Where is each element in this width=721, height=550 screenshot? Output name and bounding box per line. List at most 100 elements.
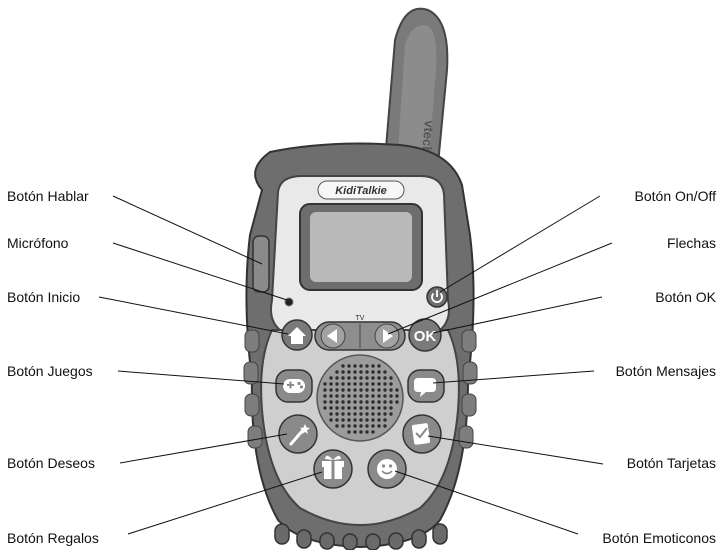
speaker-hole: [365, 388, 369, 392]
speaker-hole: [383, 400, 387, 404]
speaker-hole: [335, 382, 339, 386]
speaker-hole: [365, 364, 369, 368]
speaker-hole: [383, 406, 387, 410]
speaker-hole: [389, 412, 393, 416]
speaker-hole: [329, 388, 333, 392]
speaker-hole: [371, 406, 375, 410]
speaker-hole: [371, 412, 375, 416]
speaker-hole: [377, 364, 381, 368]
speaker-hole: [329, 418, 333, 422]
speaker-hole: [359, 376, 363, 380]
label-gifts-button: Botón Regalos: [7, 530, 99, 546]
speaker-hole: [365, 424, 369, 428]
speaker-hole: [383, 370, 387, 374]
speaker-hole: [347, 430, 351, 434]
arrow-right-icon: [383, 329, 393, 343]
speaker-hole: [377, 412, 381, 416]
speaker-hole: [329, 412, 333, 416]
speaker-hole: [383, 424, 387, 428]
speaker-hole: [359, 430, 363, 434]
speaker-hole: [353, 412, 357, 416]
leader-gifts: [127, 471, 323, 535]
speaker-hole: [329, 382, 333, 386]
speaker-hole: [371, 388, 375, 392]
speaker-hole: [353, 370, 357, 374]
label-emoticons-button: Botón Emoticonos: [602, 530, 716, 546]
speaker-hole: [353, 430, 357, 434]
speaker-hole: [365, 400, 369, 404]
speaker-hole: [359, 364, 363, 368]
speaker-hole: [377, 424, 381, 428]
speaker-hole: [395, 394, 399, 398]
speaker-hole: [371, 394, 375, 398]
leader-messages: [432, 370, 595, 384]
speaker-hole: [371, 376, 375, 380]
label-games-button: Botón Juegos: [7, 363, 93, 379]
speaker-hole: [341, 364, 345, 368]
speaker-hole: [389, 382, 393, 386]
label-messages-button: Botón Mensajes: [616, 363, 716, 379]
leader-cards: [427, 435, 604, 465]
dpad-mark: TV: [356, 315, 365, 322]
speaker-hole: [365, 406, 369, 410]
ok-button-label: OK: [414, 328, 437, 345]
speaker-hole: [371, 430, 375, 434]
speaker-hole: [341, 388, 345, 392]
speaker-grille: [316, 354, 404, 442]
leader-emoticons: [394, 470, 579, 535]
speaker-hole: [395, 388, 399, 392]
speaker-hole: [359, 394, 363, 398]
speaker-hole: [341, 412, 345, 416]
gamepad-icon: [283, 379, 305, 393]
speaker-hole: [371, 424, 375, 428]
smiley-icon: [377, 459, 397, 479]
speaker-hole: [335, 418, 339, 422]
leader-talk: [112, 195, 263, 265]
speaker-hole: [383, 412, 387, 416]
brand-mark: vtech: [419, 120, 437, 155]
speaker-hole: [359, 424, 363, 428]
speaker-hole: [347, 376, 351, 380]
speaker-hole: [359, 412, 363, 416]
screen-display: [310, 212, 412, 282]
speaker-hole: [359, 370, 363, 374]
speaker-hole: [353, 424, 357, 428]
label-home-button: Botón Inicio: [7, 289, 80, 305]
speaker-hole: [371, 382, 375, 386]
speaker-hole: [341, 406, 345, 410]
leader-home: [98, 296, 289, 335]
speaker-hole: [323, 382, 327, 386]
magic-wand-icon: [289, 424, 310, 446]
speaker-hole: [353, 382, 357, 386]
speaker-hole: [377, 418, 381, 422]
speaker-hole: [365, 382, 369, 386]
speaker-hole: [335, 400, 339, 404]
speaker-hole: [341, 394, 345, 398]
speaker-hole: [329, 394, 333, 398]
message-bubble-icon: [414, 378, 436, 397]
arrow-left-icon: [327, 329, 337, 343]
speaker-hole: [341, 376, 345, 380]
speaker-hole: [329, 376, 333, 380]
speaker-hole: [347, 412, 351, 416]
speaker-hole: [383, 394, 387, 398]
speaker-hole: [341, 400, 345, 404]
speaker-hole: [323, 394, 327, 398]
speaker-hole: [347, 394, 351, 398]
speaker-hole: [347, 388, 351, 392]
logo-badge: [317, 180, 405, 200]
speaker-hole: [371, 418, 375, 422]
speaker-hole: [347, 370, 351, 374]
microphone-hole: [284, 297, 294, 307]
speaker-hole: [359, 400, 363, 404]
speaker-hole: [383, 418, 387, 422]
leader-games: [117, 370, 285, 385]
device-logo: KidiTalkie: [335, 185, 387, 197]
speaker-hole: [347, 418, 351, 422]
gift-icon: [322, 455, 344, 479]
speaker-hole: [335, 412, 339, 416]
speaker-hole: [365, 376, 369, 380]
speaker-hole: [371, 364, 375, 368]
speaker-hole: [347, 424, 351, 428]
speaker-hole: [377, 370, 381, 374]
